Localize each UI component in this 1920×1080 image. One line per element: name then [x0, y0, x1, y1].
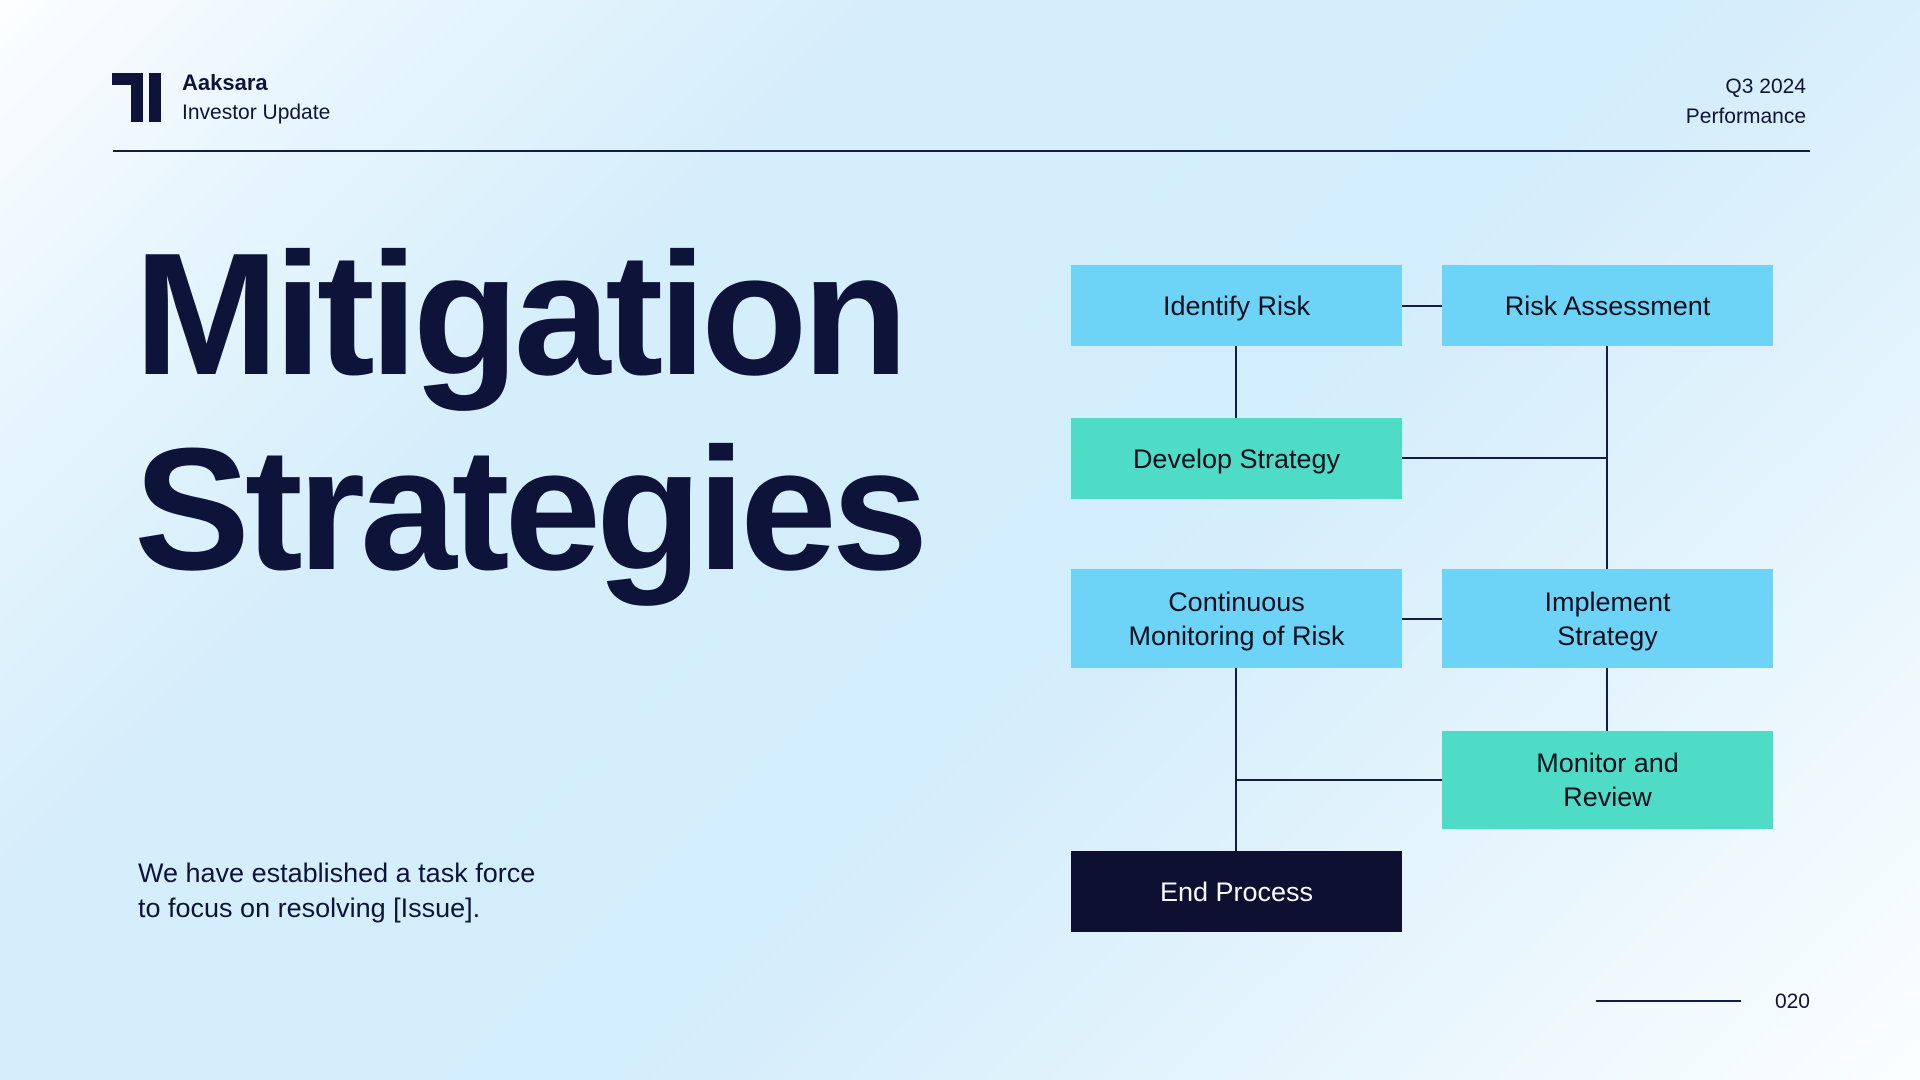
- edge-identify-to-assessment: [1402, 305, 1442, 307]
- header-meta-performance: Performance: [1685, 105, 1806, 128]
- flow-node-label: Risk Assessment: [1504, 290, 1711, 321]
- edge-develop-to-trunk: [1402, 457, 1608, 459]
- edge-review-to-trunk: [1237, 779, 1442, 781]
- flow-node-continuous-monitoring: Continuous Monitoring of Risk: [1071, 569, 1402, 668]
- footer-divider: [1596, 1000, 1741, 1002]
- flow-node-develop-strategy: Develop Strategy: [1071, 418, 1402, 499]
- header-meta: Q3 2024 Performance: [1686, 72, 1806, 132]
- brand-name: Aaksara: [182, 70, 268, 95]
- slide-note: We have established a task force to focu…: [138, 858, 536, 923]
- slide-title: Mitigation Strategies: [134, 216, 928, 607]
- page-number: 020: [1774, 990, 1810, 1013]
- flow-node-label: Continuous Monitoring of Risk: [1128, 586, 1345, 651]
- flow-node-risk-assessment: Risk Assessment: [1442, 265, 1773, 346]
- edge-implement-to-review: [1606, 668, 1608, 731]
- flow-node-identify-risk: Identify Risk: [1071, 265, 1402, 346]
- flow-node-end-process: End Process: [1071, 851, 1402, 932]
- flow-node-label: Monitor and Review: [1536, 748, 1679, 812]
- edge-monitoring-to-end: [1235, 668, 1237, 851]
- flow-node-label: End Process: [1159, 876, 1314, 907]
- logo-bar-middle: [131, 73, 143, 122]
- slide-title-line-1: Mitigation: [134, 216, 909, 411]
- brand-subtitle: Investor Update: [182, 101, 331, 124]
- flow-node-label: Implement Strategy: [1544, 586, 1671, 651]
- edge-assessment-to-implement: [1606, 346, 1608, 569]
- slide-title-line-2: Strategies: [134, 410, 928, 606]
- brand-logo-icon: [112, 73, 162, 123]
- logo-bar-right: [149, 73, 161, 122]
- edge-monitoring-to-implement: [1402, 618, 1442, 620]
- edge-identify-to-develop: [1235, 346, 1237, 418]
- header-meta-quarter: Q3 2024: [1725, 75, 1806, 98]
- flow-node-implement-strategy: Implement Strategy: [1442, 569, 1773, 668]
- flow-node-label: Develop Strategy: [1132, 443, 1341, 474]
- flow-node-monitor-review: Monitor and Review: [1442, 731, 1773, 829]
- flow-node-label: Identify Risk: [1162, 290, 1311, 321]
- header-divider: [113, 150, 1810, 152]
